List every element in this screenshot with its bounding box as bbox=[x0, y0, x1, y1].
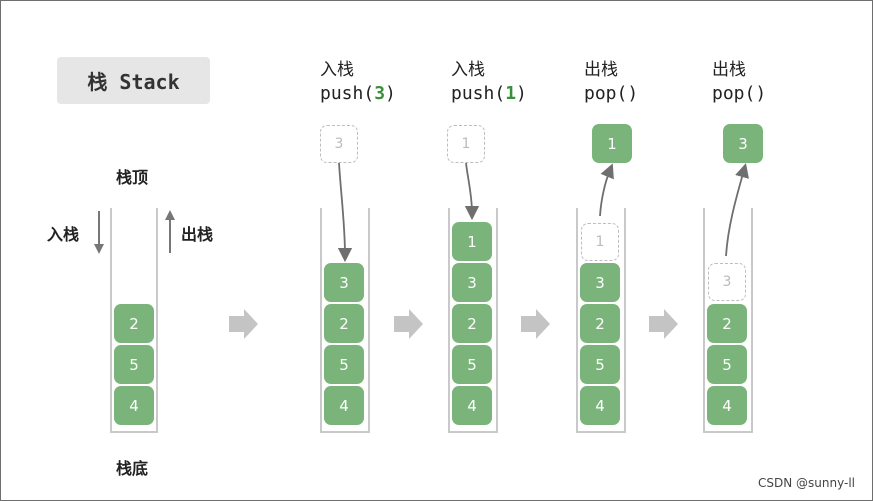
transition-arrow-icon bbox=[229, 309, 258, 339]
step4-outgoing-block: 3 bbox=[723, 124, 763, 163]
step2-block: 3 bbox=[452, 263, 492, 302]
push-label: 入栈 bbox=[47, 225, 80, 244]
step4-ghost-block: 3 bbox=[708, 263, 746, 301]
step3-pop-arrow bbox=[599, 163, 614, 217]
step3-op-label: 出栈 bbox=[584, 60, 618, 80]
pop-label: 出栈 bbox=[181, 225, 214, 244]
step3-block: 2 bbox=[580, 304, 620, 343]
step4-block: 5 bbox=[707, 345, 747, 384]
legend-block: 2 bbox=[114, 304, 154, 343]
step2-call: push(1) bbox=[451, 83, 527, 104]
step1-op-label: 入栈 bbox=[320, 60, 354, 80]
step4-block: 4 bbox=[707, 386, 747, 425]
step2-block: 2 bbox=[452, 304, 492, 343]
step1-call: push(3) bbox=[320, 83, 396, 104]
transition-arrow-icon bbox=[649, 309, 678, 339]
step1-block: 5 bbox=[324, 345, 364, 384]
stack-bottom-label: 栈底 bbox=[116, 459, 149, 478]
step3-block: 3 bbox=[580, 263, 620, 302]
transition-arrow-icon bbox=[521, 309, 550, 339]
step1-block: 3 bbox=[324, 263, 364, 302]
step1-push-arrow bbox=[337, 162, 353, 263]
step3-outgoing-block: 1 bbox=[592, 124, 632, 163]
legend-stack-tube bbox=[110, 208, 158, 433]
step1-block: 2 bbox=[324, 304, 364, 343]
step4-block: 2 bbox=[707, 304, 747, 343]
step3-stack-tube bbox=[576, 208, 626, 433]
transition-arrow-icon bbox=[394, 309, 423, 339]
diagram-title: 栈 Stack bbox=[57, 57, 210, 104]
step2-block: 1 bbox=[452, 222, 492, 261]
legend-block: 5 bbox=[114, 345, 154, 384]
step3-call: pop() bbox=[584, 83, 639, 104]
step1-block: 4 bbox=[324, 386, 364, 425]
legend-pop-arrow-icon bbox=[165, 210, 175, 253]
step4-call: pop() bbox=[712, 83, 767, 104]
step4-pop-arrow bbox=[725, 163, 749, 257]
step4-stack-tube bbox=[703, 208, 753, 433]
step2-block: 4 bbox=[452, 386, 492, 425]
step2-stack-tube bbox=[448, 208, 498, 433]
step1-stack-tube bbox=[320, 208, 370, 433]
step1-incoming-block: 3 bbox=[320, 125, 358, 163]
step3-ghost-block: 1 bbox=[581, 223, 619, 261]
stack-top-label: 栈顶 bbox=[116, 168, 149, 187]
step2-push-arrow bbox=[464, 162, 480, 221]
legend-block: 4 bbox=[114, 386, 154, 425]
step2-block: 5 bbox=[452, 345, 492, 384]
step4-op-label: 出栈 bbox=[712, 60, 746, 80]
watermark: CSDN @sunny-ll bbox=[758, 476, 855, 490]
step2-op-label: 入栈 bbox=[451, 60, 485, 80]
step3-block: 5 bbox=[580, 345, 620, 384]
step3-block: 4 bbox=[580, 386, 620, 425]
step2-incoming-block: 1 bbox=[447, 125, 485, 163]
legend-push-arrow-icon bbox=[94, 211, 104, 254]
